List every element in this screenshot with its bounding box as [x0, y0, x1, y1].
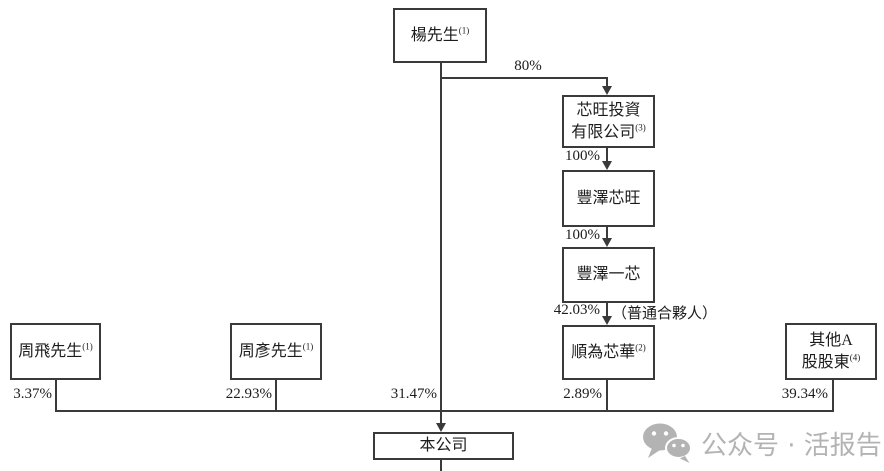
node-yang: 楊先生(1)	[393, 8, 487, 63]
edge-label-shunwei-company: 2.89%	[563, 386, 602, 402]
arrowhead-into-xinwang	[602, 86, 612, 95]
wechat-icon	[641, 422, 693, 464]
node-other-a-line2: 股股東(4)	[801, 352, 861, 371]
node-shunwei-xinhua: 順為芯華(2)	[562, 325, 655, 380]
node-shunwei-label: 順為芯華(2)	[571, 342, 646, 361]
node-fengze-xinwang: 豐澤芯旺	[562, 170, 655, 227]
footnote-ref: (1)	[302, 341, 314, 352]
edge-fengzeyixin-shunwei-vline	[606, 303, 608, 317]
shareholder-bus-hline	[55, 410, 834, 412]
node-zhou-fei-label: 周飛先生(1)	[18, 341, 93, 360]
node-fengze-xinwang-label: 豐澤芯旺	[576, 189, 641, 207]
edge-label-fengzexinwang-fengzeyixin: 100%	[565, 227, 600, 243]
node-company: 本公司	[373, 432, 514, 460]
node-zhou-yan-label: 周彥先生(1)	[238, 341, 314, 360]
edge-label-zhouyan-company: 22.93%	[225, 386, 272, 402]
node-xinwang-line1: 芯旺投資	[576, 101, 641, 119]
edge-label-yang-xinwang: 80%	[514, 58, 542, 74]
arrowhead-into-company	[436, 423, 446, 432]
watermark: 公众号 · 活报告	[641, 422, 882, 464]
edge-yang-xinwang-hline	[440, 77, 608, 79]
edge-zhoufei-bus-vline	[55, 380, 57, 412]
footnote-ref: (1)	[458, 25, 470, 36]
footnote-ref: (1)	[82, 341, 93, 352]
watermark-text: 公众号 · 活报告	[701, 430, 882, 461]
node-zhou-yan: 周彥先生(1)	[230, 323, 322, 380]
edge-xinwang-fengzexinwang-vline	[606, 148, 608, 162]
arrowhead-into-fengze-xinwang	[602, 161, 612, 170]
node-fengze-yixin-label: 豐澤一芯	[576, 266, 641, 284]
edge-zhouyan-bus-vline	[275, 380, 277, 412]
edge-yang-main-vline	[440, 63, 442, 424]
edge-label-yang-company: 31.47%	[390, 386, 437, 402]
footnote-ref: (4)	[849, 352, 861, 363]
footnote-ref: (3)	[635, 122, 646, 133]
node-other-a-shareholders: 其他A 股股東(4)	[785, 323, 877, 380]
edge-othera-bus-vline	[832, 380, 834, 412]
arrowhead-into-shunwei	[602, 316, 612, 325]
arrowhead-into-fengze-yixin	[602, 238, 612, 247]
edge-yang-xinwang-vline	[606, 77, 608, 88]
node-other-a-line1: 其他A	[809, 331, 853, 349]
edge-label-general-partner-role: （普通合夥人）	[612, 306, 718, 322]
edge-label-zhoufei-company: 3.37%	[13, 386, 52, 402]
edge-label-othera-company: 39.34%	[781, 386, 828, 402]
edge-label-xinwang-fengzexinwang: 100%	[565, 148, 600, 164]
node-xinwang-investment: 芯旺投資 有限公司(3)	[562, 95, 655, 148]
node-company-label: 本公司	[419, 437, 468, 455]
node-zhou-fei: 周飛先生(1)	[10, 323, 101, 380]
company-tail-vline	[440, 460, 442, 471]
node-yang-label: 楊先生(1)	[410, 25, 470, 44]
edge-shunwei-bus-vline	[606, 380, 608, 412]
edge-fengzexinwang-fengzeyixin-vline	[606, 227, 608, 239]
node-xinwang-line2: 有限公司(3)	[571, 122, 646, 141]
edge-label-fengzeyixin-shunwei: 42.03%	[553, 302, 600, 318]
footnote-ref: (2)	[635, 342, 646, 353]
node-fengze-yixin: 豐澤一芯	[562, 247, 655, 303]
